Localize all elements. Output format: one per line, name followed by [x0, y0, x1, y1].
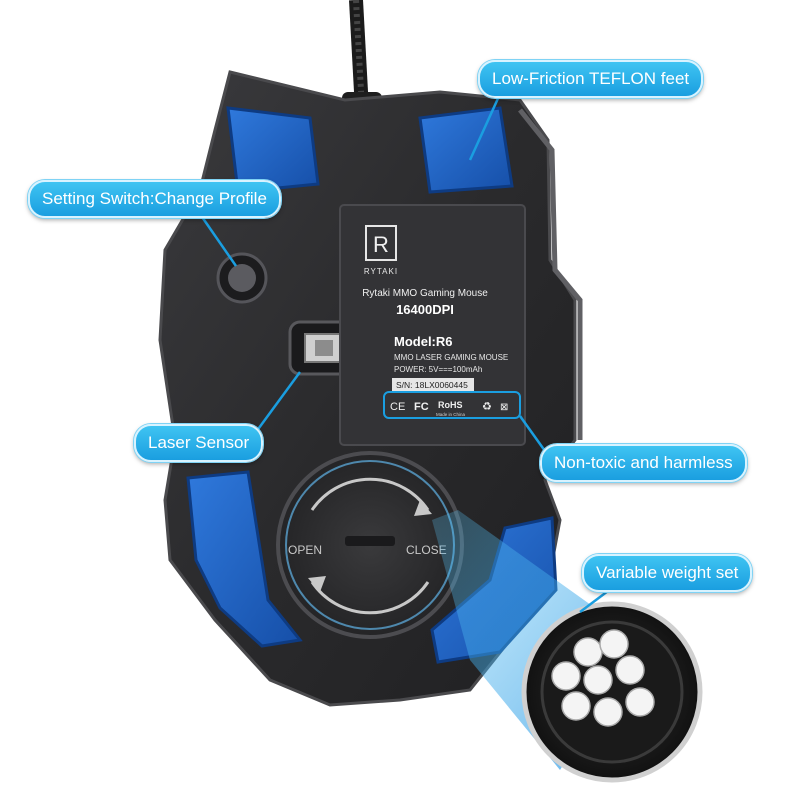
open-label: OPEN: [288, 543, 322, 557]
weee-bin-icon: ⊠: [500, 402, 508, 413]
side-grip: [518, 108, 583, 440]
profile-switch-knob: [228, 264, 256, 292]
weight-piece: [561, 691, 591, 721]
power-rating: POWER: 5V===100mAh: [394, 365, 482, 374]
weight-piece: [625, 687, 655, 717]
callout-weight-set: Variable weight set: [582, 554, 753, 592]
leader-switch: [198, 213, 238, 267]
dpi-value: 16400DPI: [396, 302, 454, 317]
spec-label-plate: [339, 204, 526, 446]
leader-teflon: [468, 93, 502, 161]
model-number: Model:R6: [394, 334, 453, 349]
teflon-foot-bottom-left: [186, 470, 303, 648]
rotate-arrow-top: [310, 477, 430, 511]
weight-piece: [573, 637, 603, 667]
serial-number: S/N: 18LX0060445: [396, 380, 468, 390]
callout-laser-sensor: Laser Sensor: [134, 424, 264, 462]
logo-letter: R: [373, 232, 389, 257]
serial-box: [392, 378, 474, 391]
cert-ce: CE: [390, 401, 405, 413]
device-type: MMO LASER GAMING MOUSE: [394, 353, 508, 362]
teflon-foot-top-right: [418, 106, 514, 194]
logo-box: [365, 225, 397, 261]
teflon-foot-top-left: [226, 106, 320, 194]
weight-piece: [599, 629, 629, 659]
callout-teflon-feet: Low-Friction TEFLON feet: [478, 60, 704, 98]
weight-piece: [615, 655, 645, 685]
rotate-arrow-bottom: [310, 581, 430, 615]
leader-weight: [579, 587, 613, 613]
recycle-icon: ♻: [482, 401, 492, 413]
cert-box: [383, 391, 521, 419]
rotate-arrow-bottom-head: [308, 576, 326, 592]
close-label: CLOSE: [406, 543, 447, 557]
weight-piece: [583, 665, 613, 695]
rotate-arrow-top-head: [414, 500, 432, 516]
made-in: Made in China: [436, 412, 466, 417]
callout-non-toxic: Non-toxic and harmless: [540, 444, 747, 482]
laser-sensor-lens-inner: [315, 340, 333, 356]
leader-laser: [254, 371, 302, 433]
brand-name: RYTAKI: [364, 267, 398, 276]
weight-piece: [551, 661, 581, 691]
callout-setting-switch: Setting Switch:Change Profile: [28, 180, 281, 218]
weight-piece: [593, 697, 623, 727]
cert-fc: FC: [414, 401, 429, 413]
cert-rohs: RoHS: [438, 400, 463, 410]
weight-cover-grip: [345, 536, 395, 546]
product-name: Rytaki MMO Gaming Mouse: [362, 288, 488, 299]
